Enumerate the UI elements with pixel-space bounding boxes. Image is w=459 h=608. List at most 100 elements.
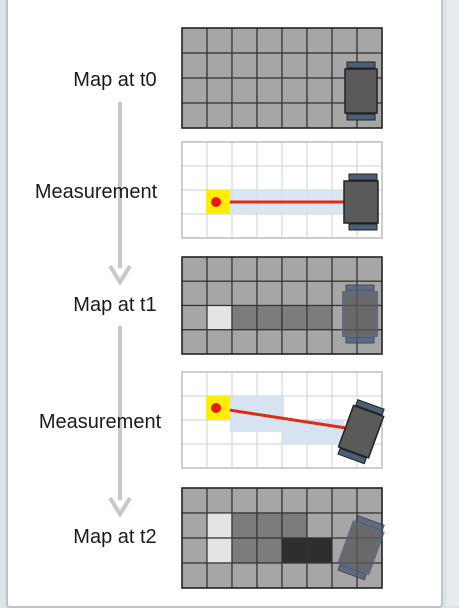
- grid-cell: [181, 419, 208, 445]
- grid-cell: [281, 443, 308, 469]
- label-map-t0: Map at t0: [73, 69, 156, 91]
- robot-wheel: [348, 173, 378, 181]
- label-measurement-1: Measurement: [35, 181, 158, 203]
- grid-cell: [256, 27, 283, 54]
- grid-cell: [231, 304, 258, 331]
- robot-body: [337, 404, 385, 459]
- grid-cell: [206, 371, 233, 397]
- grid-cell: [331, 487, 358, 514]
- grid-cell: [206, 141, 233, 167]
- grid-cell: [331, 371, 358, 397]
- grid-cell: [181, 443, 208, 469]
- robot-wheel: [337, 447, 367, 465]
- grid-cell: [256, 280, 283, 307]
- grid-cell: [206, 77, 233, 104]
- grid-cell: [306, 165, 333, 191]
- window-edge: [447, 0, 459, 606]
- grid-cell: [231, 280, 258, 307]
- grid-cell: [256, 213, 283, 239]
- grid-cell: [281, 27, 308, 54]
- grid-cell: [231, 141, 258, 167]
- robot-icon: [337, 398, 385, 465]
- grid-cell: [306, 443, 333, 469]
- robot-wheel: [346, 113, 376, 121]
- robot-icon: [342, 284, 378, 344]
- grid-cell: [281, 52, 308, 79]
- label-map-t1: Map at t1: [73, 294, 156, 316]
- grid-cell: [181, 189, 208, 215]
- label-map-t2: Map at t2: [73, 526, 156, 548]
- grid-cell: [181, 371, 208, 397]
- grid-cell: [281, 77, 308, 104]
- grid-cell: [181, 165, 208, 191]
- robot-body: [342, 291, 378, 337]
- robot-wheel: [345, 284, 375, 292]
- grid-cell: [181, 304, 208, 331]
- beam-endpoint: [211, 197, 221, 207]
- grid-cell: [181, 27, 208, 54]
- grid-cell: [181, 52, 208, 79]
- grid-cell: [256, 329, 283, 355]
- grid-cell: [181, 512, 208, 539]
- grid-cell: [231, 443, 258, 469]
- robot-wheel: [348, 223, 378, 231]
- grid-cell: [306, 304, 333, 331]
- grid-cell: [231, 537, 258, 564]
- grid-cell: [206, 213, 233, 239]
- grid-cell: [256, 165, 283, 191]
- grid-cell: [231, 77, 258, 104]
- grid-border: [181, 256, 383, 355]
- grid-cell: [281, 213, 308, 239]
- grid-cell: [331, 256, 358, 282]
- grid-cell: [231, 27, 258, 54]
- sensor-cone: [230, 420, 282, 432]
- grid-cell: [256, 487, 283, 514]
- grid-cell: [181, 141, 208, 167]
- grid-cell: [281, 487, 308, 514]
- grid-cell: [206, 487, 233, 514]
- grid-cell: [231, 256, 258, 282]
- grid-cell: [356, 256, 383, 282]
- grid-cell: [281, 537, 308, 564]
- grid-cell: [181, 213, 208, 239]
- grid-cell: [306, 371, 333, 397]
- grid-cell: [256, 537, 283, 564]
- grid-cell: [231, 165, 258, 191]
- beam-endpoint: [211, 403, 221, 413]
- grid-cell: [231, 487, 258, 514]
- grid-cell: [331, 27, 358, 54]
- robot-icon: [343, 173, 379, 231]
- grid-cell: [181, 256, 208, 282]
- grid-cell: [306, 52, 333, 79]
- grid-cell: [306, 329, 333, 355]
- down-arrow-icon: [108, 102, 132, 286]
- grid-cell: [306, 280, 333, 307]
- grid-cell: [181, 537, 208, 564]
- label-measurement-2: Measurement: [39, 411, 162, 433]
- robot-body: [344, 68, 378, 114]
- grid-cell: [281, 562, 308, 589]
- grid-cell: [231, 329, 258, 355]
- grid-cell: [306, 102, 333, 129]
- grid-cell: [281, 102, 308, 129]
- grid-cell: [306, 141, 333, 167]
- grid-cell: [206, 537, 233, 564]
- grid-cell: [281, 141, 308, 167]
- grid-cell: [206, 419, 233, 445]
- grid-cell: [231, 52, 258, 79]
- grid-cell: [206, 562, 233, 589]
- grid-cell: [206, 280, 233, 307]
- grid-cell: [231, 102, 258, 129]
- grid-cell: [306, 77, 333, 104]
- grid-cell: [206, 304, 233, 331]
- grid-border: [181, 27, 383, 129]
- robot-wheel: [346, 61, 376, 69]
- grid-cell: [256, 304, 283, 331]
- grid-cell: [231, 371, 258, 397]
- grid-cell: [206, 165, 233, 191]
- grid-cell: [281, 371, 308, 397]
- grid-cell: [206, 102, 233, 129]
- grid-cell: [281, 512, 308, 539]
- grid-cell: [256, 77, 283, 104]
